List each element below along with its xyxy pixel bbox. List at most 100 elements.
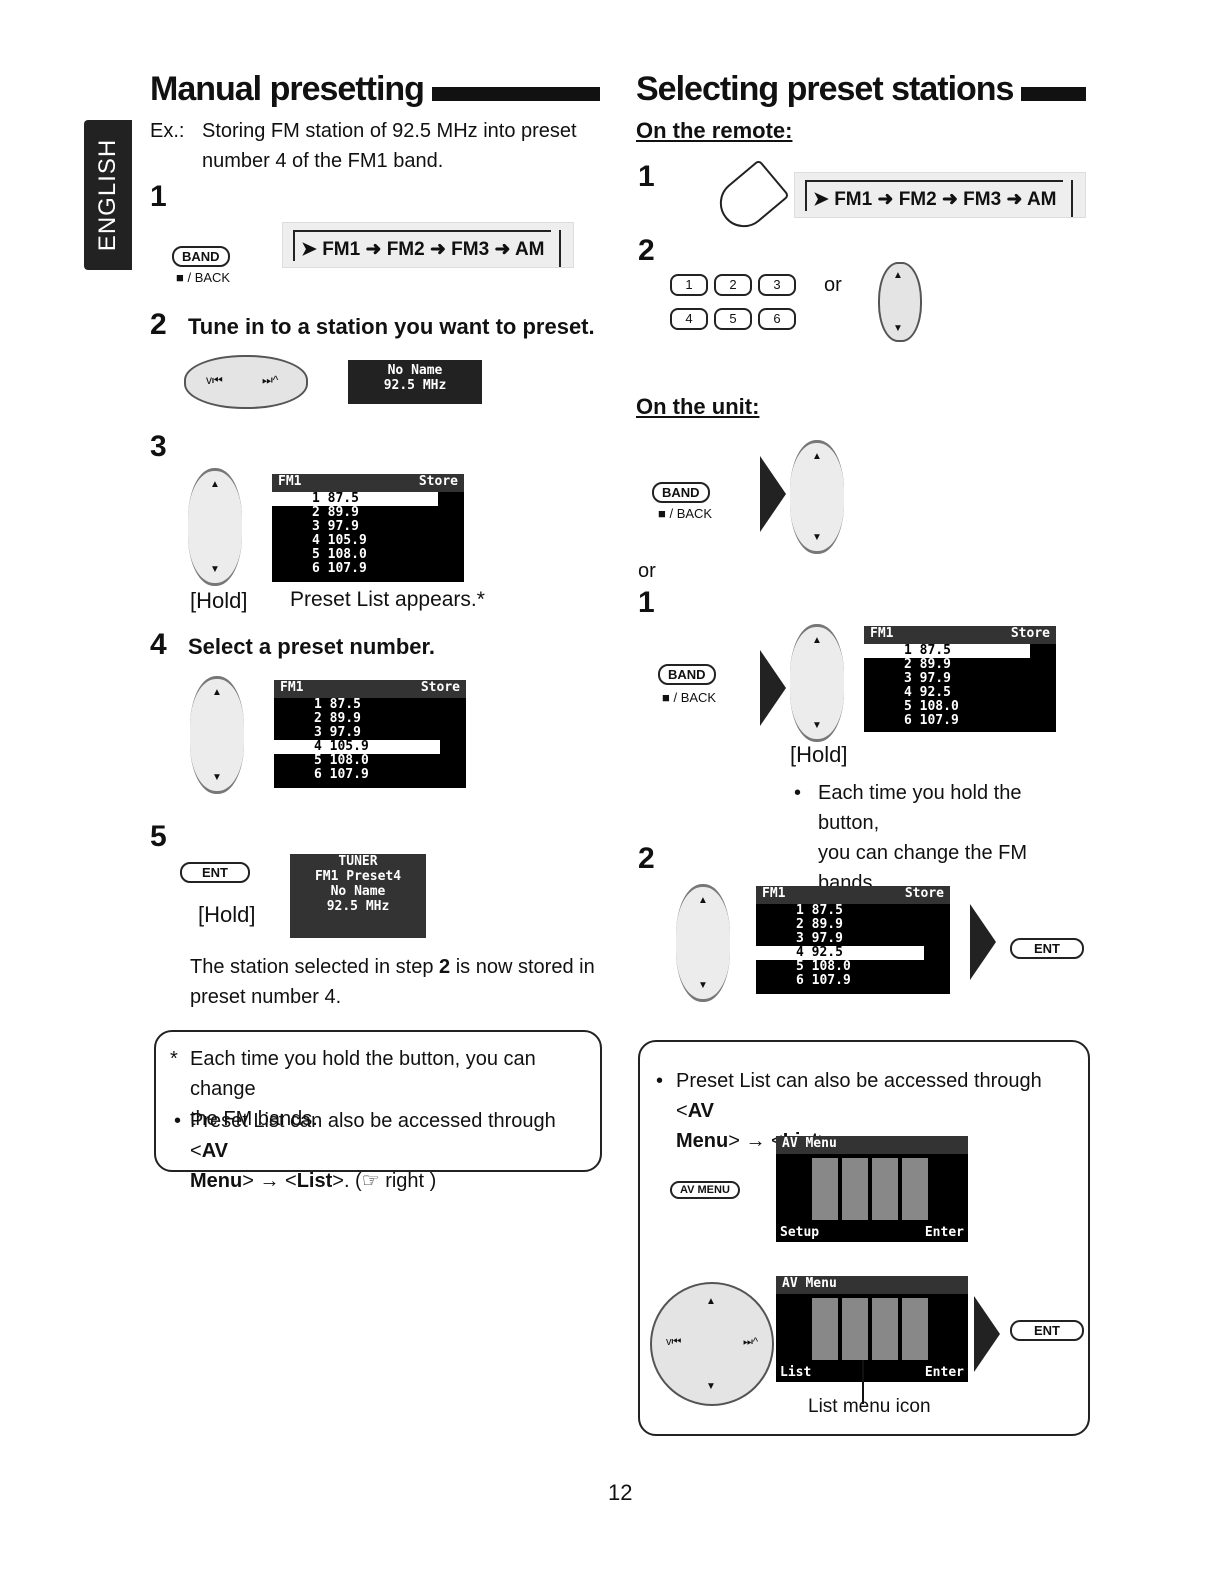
- store-label: Store: [420, 680, 460, 695]
- section-title: Selecting preset stations: [636, 70, 1014, 108]
- unit-band-button[interactable]: BAND: [652, 482, 710, 503]
- band-cycle: ➤ FM1 ➜ FM2 ➜ FM3 ➜ AM: [805, 179, 1073, 217]
- tune-knob[interactable]: v⏮ ⏭^: [184, 355, 308, 409]
- unit-up-down-knob[interactable]: ▲ ▼: [790, 624, 844, 742]
- remote-up-down-key[interactable]: ▲ ▼: [878, 262, 922, 342]
- note-line-2: the FM bands.: [190, 1108, 318, 1130]
- stored-note: The station selected in step 2 is now st…: [190, 952, 600, 1012]
- key-6[interactable]: 6: [758, 308, 796, 330]
- av-setup-label: Setup: [780, 1225, 820, 1240]
- unit-up-down-knob[interactable]: ▲ ▼: [790, 440, 844, 554]
- band-cycle: ➤ FM1 ➜ FM2 ➜ FM3 ➜ AM: [293, 229, 561, 267]
- down-icon: ▼: [706, 1381, 716, 1392]
- note-bold: AV: [201, 1140, 228, 1162]
- band-button[interactable]: BAND: [172, 246, 230, 267]
- callout-line: [862, 1360, 864, 1404]
- or-label: or: [824, 274, 842, 296]
- tune-down-icon: v⏮: [206, 373, 223, 387]
- tune-up-icon: ⏭^: [262, 373, 279, 387]
- av-menu-button[interactable]: AV MENU: [670, 1180, 740, 1199]
- note-bold: Menu: [676, 1130, 729, 1152]
- arrow-icon: [760, 650, 786, 726]
- note-line-1: Each time you hold the button, you can c…: [190, 1048, 536, 1100]
- preset-row: 6 107.9: [796, 973, 851, 988]
- dot-bullet: •: [174, 1110, 182, 1132]
- arrow-icon: [760, 456, 786, 532]
- fm-header: FM1: [278, 474, 302, 489]
- left-heading: Manual presetting: [150, 70, 600, 109]
- dot-bullet: •: [794, 782, 802, 804]
- arrow-icon: [974, 1296, 1000, 1372]
- key-3[interactable]: 3: [758, 274, 796, 296]
- av-menu-screen-list: AV Menu List Enter: [776, 1276, 968, 1382]
- left-note-box: * Each time you hold the button, you can…: [154, 1030, 602, 1192]
- step-1-number: 1: [150, 180, 167, 213]
- store-label: Store: [1010, 626, 1050, 641]
- hold-label-step5: [Hold]: [198, 902, 256, 927]
- remote-band-key-icon[interactable]: [710, 159, 790, 237]
- note-mid: > → <: [242, 1170, 297, 1192]
- tuned-display: No Name 92.5 MHz: [348, 360, 482, 404]
- unit-up-down-knob[interactable]: ▲ ▼: [676, 884, 730, 1002]
- key-2[interactable]: 2: [714, 274, 752, 296]
- preset-row: 1 87.5: [314, 697, 361, 712]
- preset-row: 4 92.5: [904, 685, 951, 700]
- up-down-knob[interactable]: ▲ ▼: [190, 676, 244, 794]
- band-flow-right: ➤ FM1 ➜ FM2 ➜ FM3 ➜ AM: [794, 172, 1086, 218]
- stored-post: is now stored in: [455, 956, 595, 978]
- av-menu-title: AV Menu: [782, 1136, 837, 1151]
- tuner-line: No Name: [330, 884, 386, 899]
- ent-button-label: ENT: [1010, 938, 1084, 959]
- av-menu-button-label: AV MENU: [670, 1181, 740, 1199]
- display-freq: 92.5 MHz: [383, 378, 447, 393]
- example-label: Ex.:: [150, 120, 185, 142]
- on-unit-heading: On the unit:: [636, 394, 760, 419]
- store-label: Store: [904, 886, 944, 901]
- down-icon: ▼: [212, 772, 222, 783]
- remote-step-1: 1: [638, 160, 655, 193]
- down-icon: ▼: [812, 532, 822, 543]
- ent-button-label: ENT: [180, 862, 250, 883]
- key-4[interactable]: 4: [670, 308, 708, 330]
- tuner-line: TUNER: [338, 854, 378, 869]
- preset-row: 2 89.9: [314, 711, 361, 726]
- down-icon: ▼: [210, 564, 220, 575]
- example-line-2: number 4 of the FM1 band.: [202, 150, 444, 172]
- preset-row: 1 87.5: [272, 492, 438, 506]
- up-icon: ▲: [812, 635, 822, 646]
- preset-row: 5 108.0: [314, 753, 369, 768]
- unit-band-button-2[interactable]: BAND: [658, 664, 716, 685]
- arrow-icon: [970, 904, 996, 980]
- preset-row: 6 107.9: [314, 767, 369, 782]
- preset-row: 2 89.9: [312, 505, 359, 520]
- preset-row: 3 97.9: [312, 519, 359, 534]
- ent-button-list[interactable]: ENT: [1010, 1320, 1084, 1341]
- note-bold: List: [296, 1170, 333, 1192]
- preset-row: 3 97.9: [904, 671, 951, 686]
- next-icon: ⏭^: [742, 1336, 758, 1348]
- ent-button-right[interactable]: ENT: [1010, 938, 1084, 959]
- ent-button-label: ENT: [1010, 1320, 1084, 1341]
- back-label: ■ / BACK: [176, 270, 231, 285]
- ent-button[interactable]: ENT: [180, 862, 250, 883]
- av-menu-title: AV Menu: [782, 1276, 837, 1291]
- note-pre: Preset List can also be accessed through…: [676, 1070, 1042, 1122]
- prev-icon: v⏮: [666, 1336, 682, 1348]
- up-down-knob[interactable]: ▲ ▼: [188, 468, 242, 586]
- key-1[interactable]: 1: [670, 274, 708, 296]
- example-line-1: Storing FM station of 92.5 MHz into pres…: [202, 120, 577, 142]
- control-dial[interactable]: ▲ ▼ v⏮ ⏭^: [650, 1282, 774, 1406]
- preset-row: 4 105.9: [312, 533, 367, 548]
- each-time-line-1: Each time you hold the button,: [818, 782, 1022, 834]
- unit-step-2: 2: [638, 842, 655, 875]
- band-button-label: BAND: [172, 246, 230, 267]
- back-label: ■ / BACK: [658, 506, 713, 521]
- note-bold: Menu: [190, 1170, 243, 1192]
- key-5[interactable]: 5: [714, 308, 752, 330]
- step-3-number: 3: [150, 430, 167, 463]
- preset-row: 2 89.9: [796, 917, 843, 932]
- note-text-1: Each time you hold the button, you can c…: [190, 1044, 590, 1134]
- av-enter-label: Enter: [924, 1225, 964, 1240]
